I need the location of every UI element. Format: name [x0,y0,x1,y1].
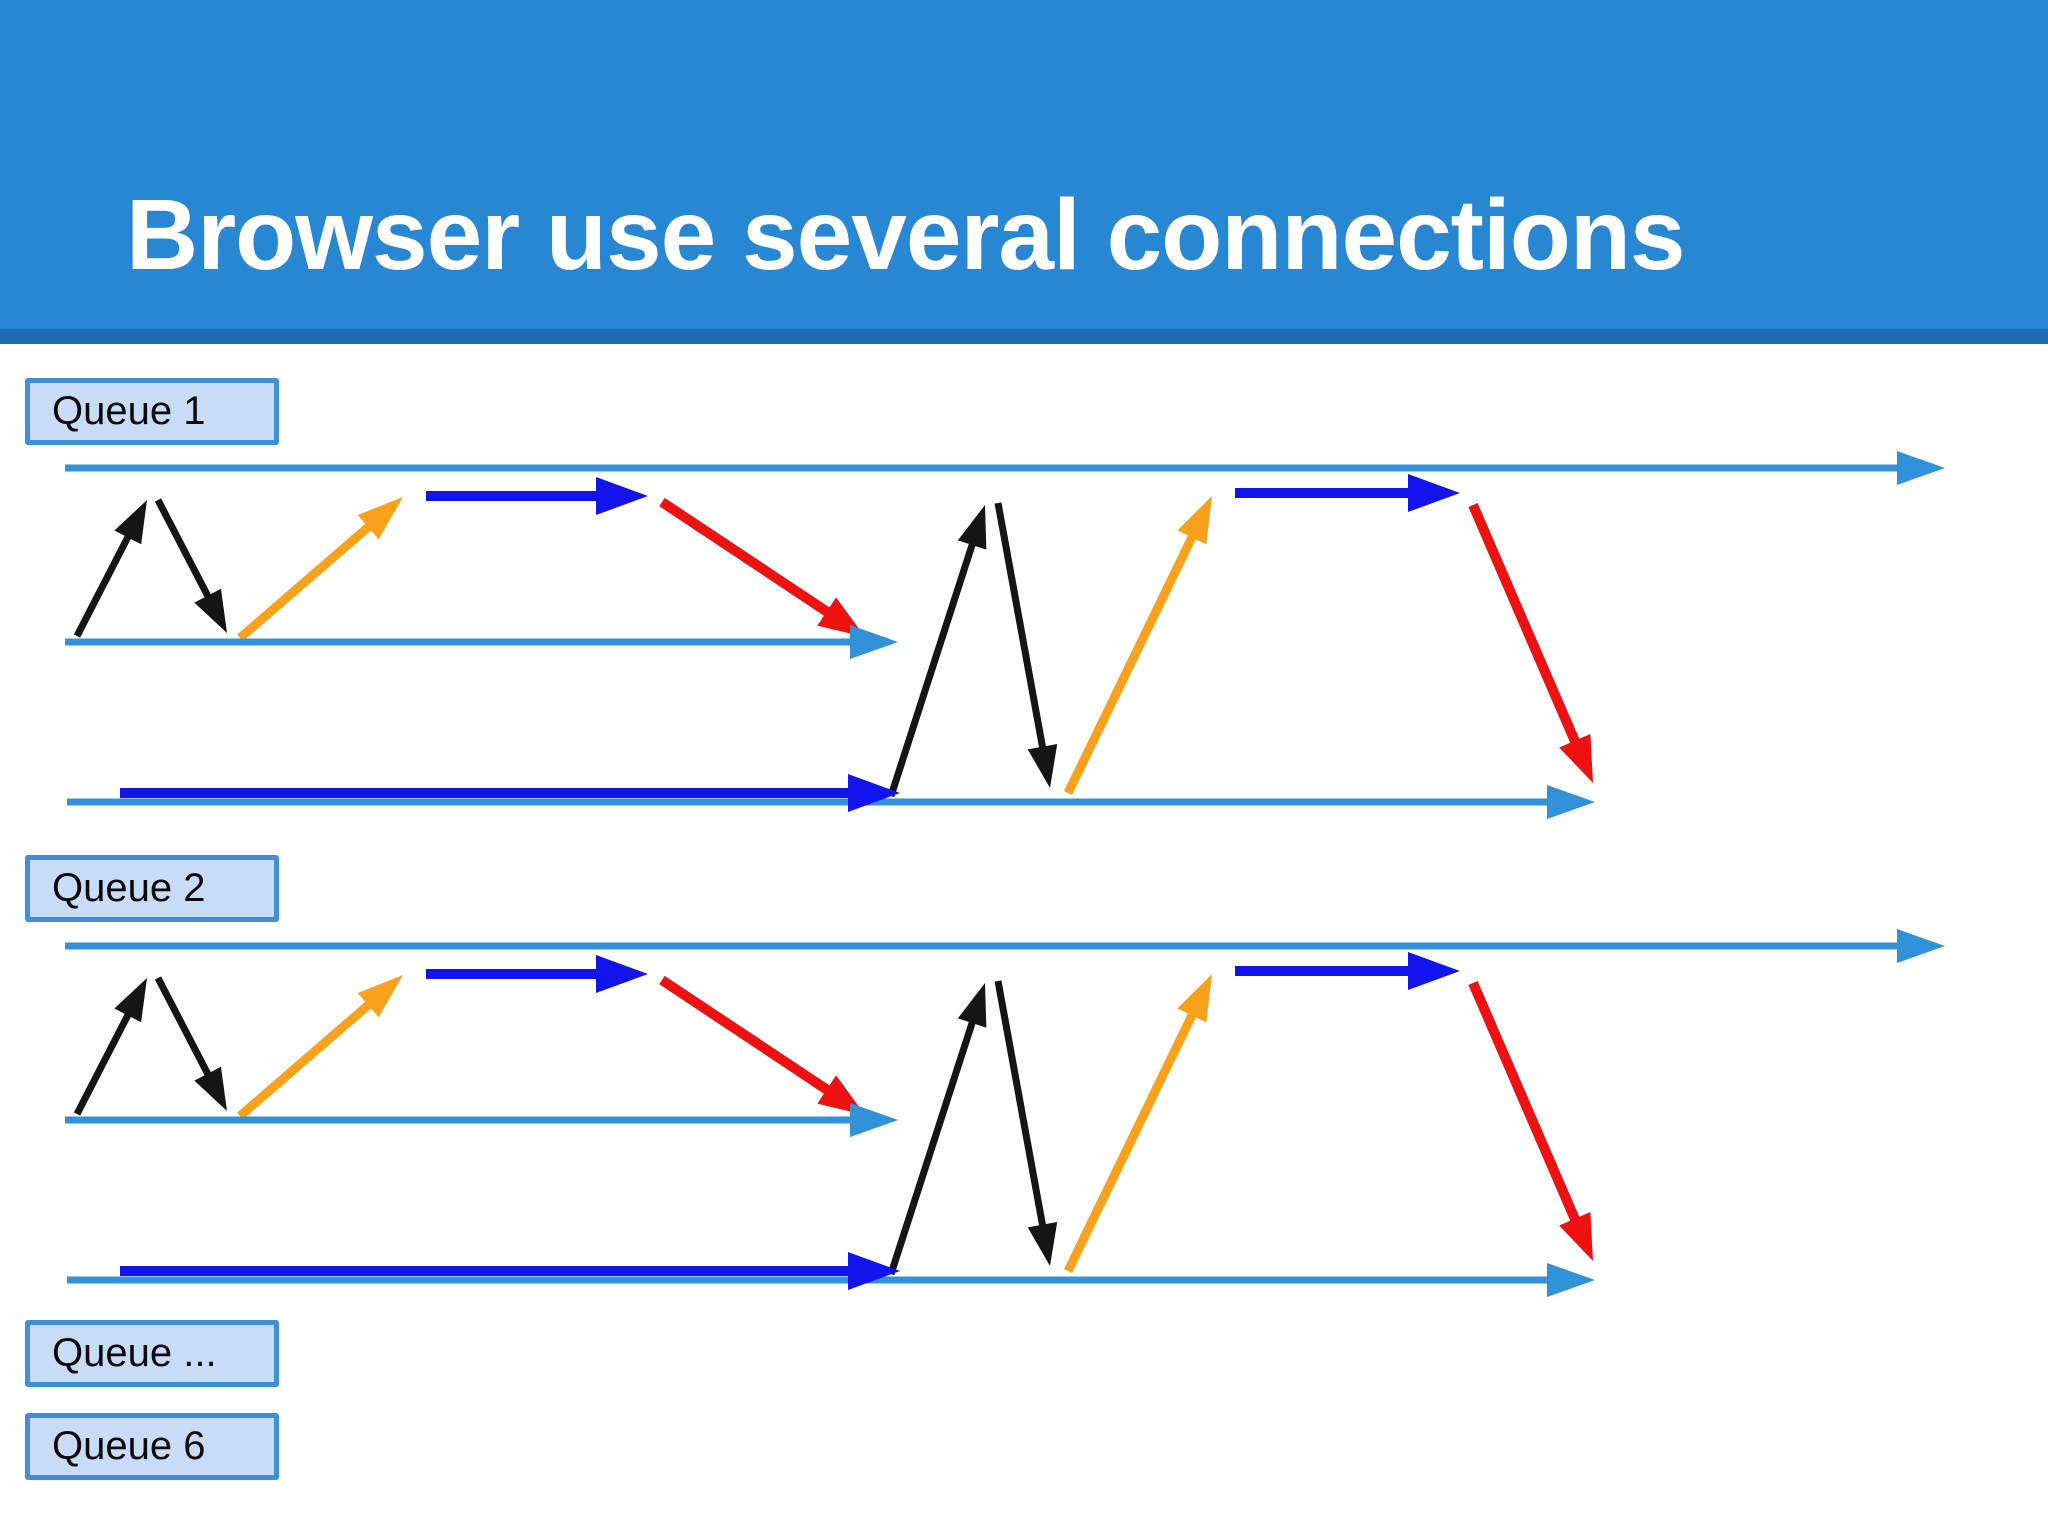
q1-timeline-mid-arrowhead-icon [850,625,898,659]
queue-label-box: Queue 1 [25,378,279,445]
q2-blue-overlay-arrowhead-icon [848,1252,900,1290]
q2-orange-up-2-arrowhead-icon [1177,974,1212,1023]
queue-label-box: Queue ... [25,1320,279,1387]
q1-black-down-2-arrowhead-icon [1027,743,1058,788]
q1-red-down-1-shaft [659,497,841,624]
q2-black-down-2-shaft [994,980,1049,1238]
q1-orange-up-1-shaft [237,514,382,642]
q2-timeline-top-arrowhead-icon [1897,929,1945,963]
q2-black-up-2-arrowhead-icon [957,983,987,1028]
q2-black-down-1-arrowhead-icon [194,1066,227,1111]
q2-black-down-1-shaft [154,976,217,1087]
q2-orange-up-1-arrowhead-icon [357,975,403,1018]
q2-orange-up-2-shaft [1063,1001,1203,1273]
q1-black-up-1-arrowhead-icon [114,500,147,545]
slide-title: Browser use several connections [126,179,1686,291]
q1-red-down-2-arrowhead-icon [1559,734,1593,783]
queue-label-box: Queue 6 [25,1413,279,1480]
q1-black-down-1-shaft [154,498,217,609]
queue-label-text: Queue ... [52,1331,217,1375]
q1-orange-up-1-arrowhead-icon [357,497,403,540]
q1-black-up-1-shaft [73,524,137,638]
q2-red-down-1-shaft [659,975,841,1102]
q1-red-down-2-shaft [1468,503,1585,756]
queue-2-lane [65,929,1945,1297]
q2-black-up-2-shaft [887,1009,980,1276]
q1-blue-transfer-2-arrowhead-icon [1408,474,1460,512]
q2-orange-up-1-shaft [237,992,382,1120]
queue-label-text: Queue 2 [52,866,206,910]
q1-black-down-2-shaft [994,502,1049,760]
queue-label-text: Queue 1 [52,389,206,433]
q2-blue-transfer-2-arrowhead-icon [1408,952,1460,990]
q1-black-up-2-shaft [887,531,980,798]
queue-1-lane [65,451,1945,819]
queue-label-box: Queue 2 [25,855,279,922]
q2-timeline-bottom-arrowhead-icon [1547,1263,1595,1297]
q2-black-down-2-arrowhead-icon [1027,1221,1058,1266]
q2-blue-transfer-1-arrowhead-icon [596,955,648,993]
q1-timeline-bottom-arrowhead-icon [1547,785,1595,819]
q1-orange-up-2-shaft [1063,523,1203,795]
q1-blue-overlay-arrowhead-icon [848,774,900,812]
q2-black-up-1-arrowhead-icon [114,978,147,1023]
q2-black-up-1-shaft [73,1002,137,1116]
slide-header-accent-strip [0,329,2048,344]
slide-header [0,0,2048,329]
q2-red-down-2-shaft [1468,981,1585,1234]
q1-black-down-1-arrowhead-icon [194,588,227,633]
q2-red-down-2-arrowhead-icon [1559,1212,1593,1261]
q1-timeline-top-arrowhead-icon [1897,451,1945,485]
q1-black-up-2-arrowhead-icon [957,505,987,550]
q1-blue-transfer-1-arrowhead-icon [596,477,648,515]
q1-orange-up-2-arrowhead-icon [1177,496,1212,545]
queue-label-text: Queue 6 [52,1424,206,1468]
q2-timeline-mid-arrowhead-icon [850,1103,898,1137]
